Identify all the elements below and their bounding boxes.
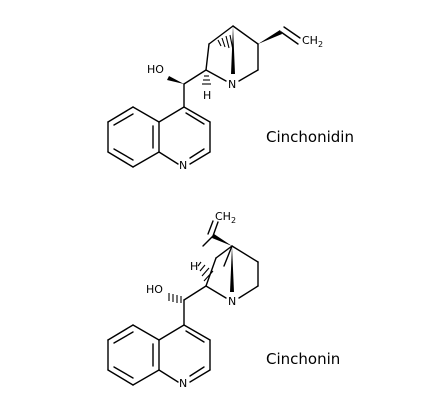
quinoline-rings <box>107 106 211 168</box>
vinyl-carbon-label: CH2 <box>302 34 323 49</box>
molecule-name-cinchonin: Cinchonin <box>266 350 340 368</box>
molecule-name-cinchonidin: Cinchonidin <box>266 128 354 146</box>
wedge-bond-vinyl <box>258 30 282 44</box>
vinyl-double-bond <box>280 31 299 45</box>
molecule-cinchonidin: N HO H N <box>107 25 354 172</box>
ring-nitrogen-label: N <box>179 377 187 390</box>
vinyl-carbon-label: CH2 <box>215 210 236 225</box>
bond-c9-c8 <box>183 285 207 301</box>
hydroxyl-label: HO <box>146 283 163 296</box>
hashed-bond-h <box>197 261 214 282</box>
quinuclidine-cage <box>205 25 259 82</box>
hydroxyl-label: HO <box>147 63 164 76</box>
hydrogen-label: H <box>203 89 211 102</box>
vinyl-double-bond <box>212 221 219 237</box>
hashed-bond-h <box>202 75 211 85</box>
molecule-cinchonin: N HO H N <box>107 210 340 390</box>
quinoline-rings <box>107 324 211 386</box>
quinuclidine-cage <box>205 245 259 299</box>
bond-c9-c8 <box>183 69 207 85</box>
hydrogen-label: H <box>190 260 198 273</box>
bridge-nitrogen-label: N <box>228 295 236 308</box>
wedge-bond-vinyl <box>212 234 232 246</box>
ring-nitrogen-label: N <box>179 159 187 172</box>
hashed-bond-oh <box>168 293 182 303</box>
bridge-nitrogen-label: N <box>228 78 236 91</box>
wedge-bond-oh <box>167 76 184 84</box>
